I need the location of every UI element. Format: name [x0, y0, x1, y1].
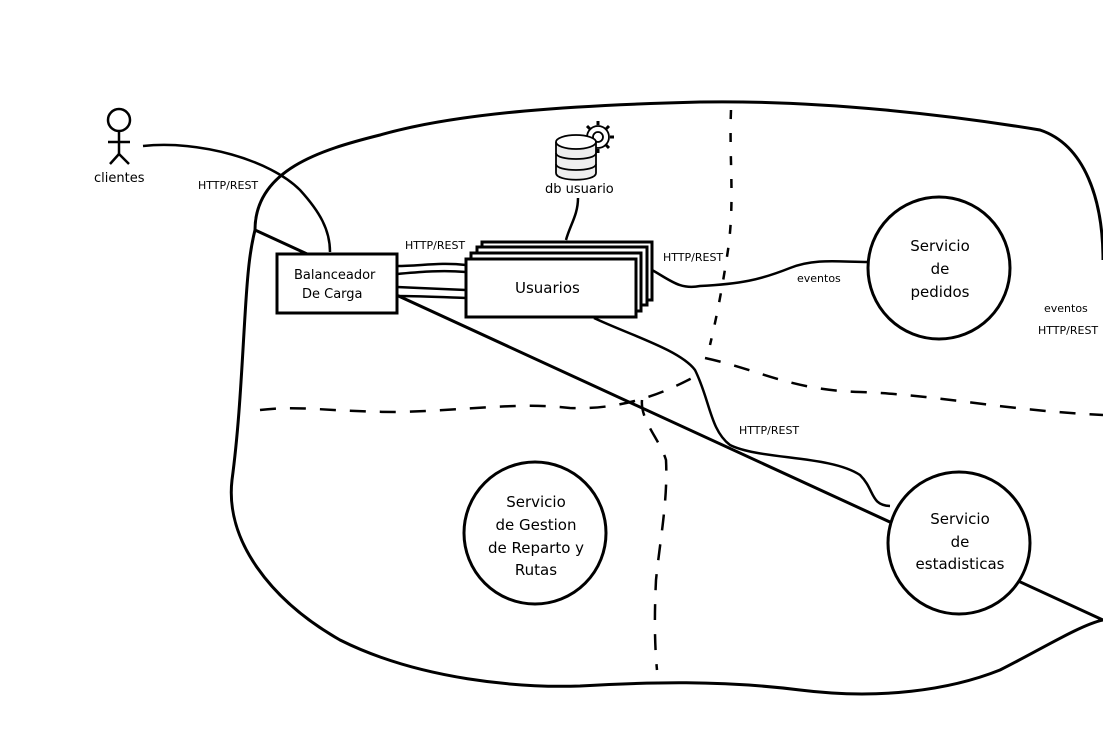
service-reparto-line2: de Gestion — [496, 516, 577, 534]
actor-label: clientes — [94, 171, 145, 186]
dashed-divider-bottom — [640, 399, 668, 671]
label-http-right: HTTP/REST — [1038, 324, 1098, 337]
service-estadisticas-line3: estadisticas — [916, 555, 1005, 573]
label-http-clients: HTTP/REST — [198, 179, 258, 192]
load-balancer-line2: De Carga — [302, 287, 363, 302]
label-eventos-pedidos: eventos — [797, 272, 841, 285]
service-reparto-line3: de Reparto y — [488, 539, 584, 557]
service-pedidos-line3: pedidos — [911, 283, 970, 301]
usuarios-label: Usuarios — [515, 279, 580, 297]
service-estadisticas-line1: Servicio — [930, 510, 990, 528]
service-pedidos-line1: Servicio — [910, 237, 970, 255]
service-pedidos-line2: de — [931, 260, 950, 278]
label-http-estadisticas: HTTP/REST — [739, 424, 799, 437]
service-estadisticas-circle — [886, 470, 1032, 616]
usuarios-to-pedidos-connector — [651, 259, 869, 289]
service-pedidos-circle — [866, 195, 1012, 341]
label-http-pedidos: HTTP/REST — [663, 251, 723, 264]
label-eventos-right: eventos — [1044, 302, 1088, 315]
label-http-lb: HTTP/REST — [405, 239, 465, 252]
actor-clientes-icon — [106, 107, 132, 165]
usuarios-stack — [464, 240, 654, 319]
dashed-divider-vertical-top — [708, 109, 733, 346]
lb-to-usuarios-connectors — [396, 262, 467, 300]
system-boundary — [229, 100, 1103, 696]
service-reparto-line1: Servicio — [506, 493, 566, 511]
database-gear-icon — [555, 121, 614, 181]
dashed-divider-right — [704, 356, 1103, 417]
db-to-usuarios-connector — [564, 197, 580, 241]
clients-to-lb-connector — [142, 143, 332, 253]
service-reparto-circle — [462, 460, 608, 606]
service-reparto-line4: Rutas — [515, 561, 557, 579]
load-balancer-box — [275, 252, 399, 315]
load-balancer-line1: Balanceador — [294, 268, 376, 283]
service-estadisticas-line2: de — [951, 533, 970, 551]
database-label: db usuario — [545, 182, 614, 197]
dashed-divider-left — [259, 376, 693, 414]
usuarios-to-estadisticas-connector — [593, 316, 891, 508]
